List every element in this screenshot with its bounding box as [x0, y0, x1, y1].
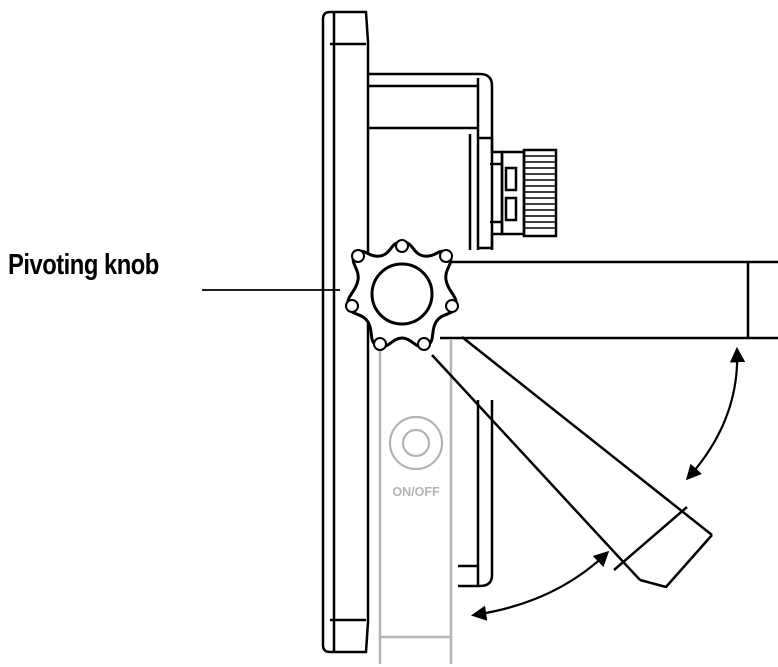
double-arrow-icon: [685, 346, 746, 481]
double-arrow-icon: [470, 550, 610, 621]
on-off-label: ON/OFF: [392, 485, 440, 499]
cable-gland: [478, 136, 558, 250]
pivoting-knob-label: Pivoting knob: [8, 249, 159, 281]
front-frame: [321, 10, 370, 654]
bracket-arm-horizontal: [440, 260, 778, 340]
power-button-icon: [388, 415, 444, 471]
star-knob-icon: [345, 239, 459, 351]
bracket-arm-lowered: [378, 340, 453, 664]
bracket-arm-angled: [431, 336, 713, 589]
